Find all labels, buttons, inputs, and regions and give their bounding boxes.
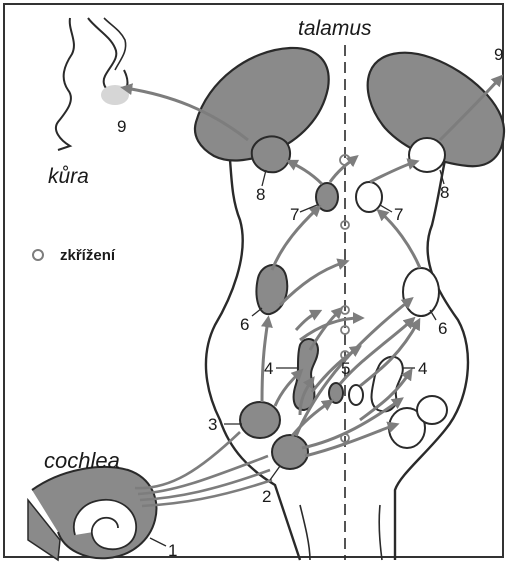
number-8-right: 8 <box>440 183 449 202</box>
number-4-left: 4 <box>264 359 273 378</box>
cortex-gray-area <box>101 85 129 105</box>
nucleus-8-left <box>252 136 290 172</box>
label-cochlea: cochlea <box>44 448 120 473</box>
number-8-left: 8 <box>256 185 265 204</box>
nucleus-8-right <box>409 138 445 172</box>
number-9-right: 9 <box>494 45 503 64</box>
cortex-fold-2 <box>104 18 126 70</box>
number-7-right: 7 <box>394 205 403 224</box>
number-4-right: 4 <box>418 359 427 378</box>
leader-lines <box>150 170 444 546</box>
nucleus-5-left <box>329 383 343 403</box>
number-9-left: 9 <box>117 117 126 136</box>
number-6-right: 6 <box>438 319 447 338</box>
nucleus-7-right <box>356 182 382 212</box>
nucleus-2-right <box>417 396 447 424</box>
nucleus-3-left <box>240 402 280 438</box>
bottom-grooves <box>300 505 382 560</box>
nucleus-6-left <box>257 265 288 314</box>
cortex-fragment <box>56 18 74 150</box>
nucleus-5-right <box>349 385 363 405</box>
number-3: 3 <box>208 415 217 434</box>
number-1: 1 <box>168 541 177 560</box>
number-6-left: 6 <box>240 315 249 334</box>
label-cortex: kůra <box>48 165 89 188</box>
nucleus-7-left <box>316 183 338 211</box>
label-crossing: zkřížení <box>60 247 116 264</box>
number-7-left: 7 <box>290 205 299 224</box>
number-5: 5 <box>341 359 350 378</box>
crossing-legend-icon <box>33 250 43 260</box>
nucleus-6-right <box>403 268 439 316</box>
number-2: 2 <box>262 487 271 506</box>
cortex-fold <box>88 18 128 93</box>
nucleus-2-left <box>272 435 308 469</box>
label-thalamus: talamus <box>298 17 372 40</box>
